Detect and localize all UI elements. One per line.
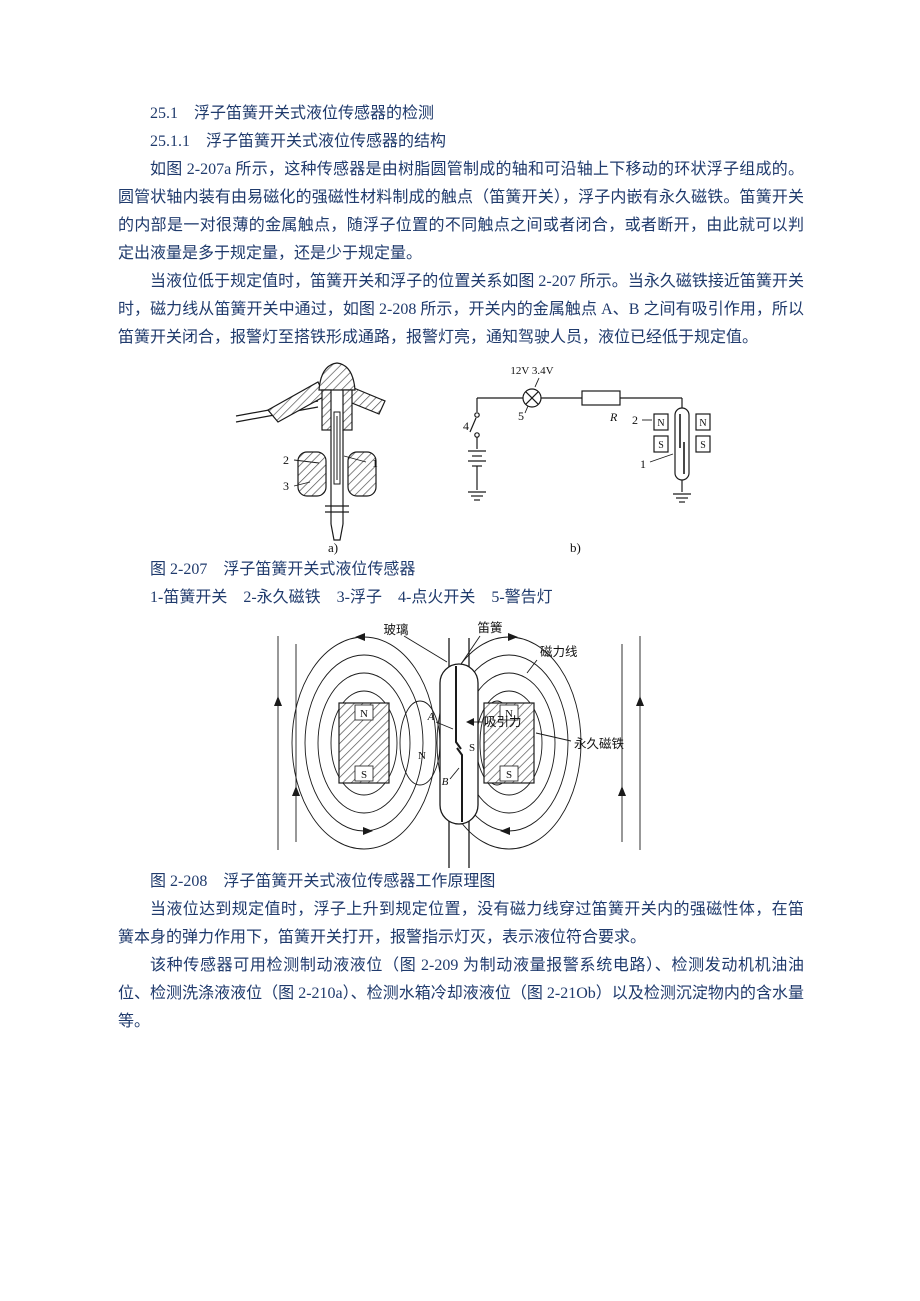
figure-2-207-drawing: 1 2 3 a) (235, 362, 711, 555)
fig208-glass-label: 玻璃 (383, 623, 408, 637)
section-heading: 25.1 浮子笛簧开关式液位传感器的检测 (150, 105, 435, 122)
fig207-pole-n-right: N (699, 418, 706, 429)
fig208-attraction-label: 吸引力 (484, 715, 522, 729)
fig207-pole-s-right: S (700, 440, 706, 451)
fig207-resistor-label: R (609, 410, 618, 424)
fig208-induced-s: S (469, 742, 475, 754)
fig207-callout-magnet: 2 (283, 453, 289, 467)
paragraph-applications: 该种传感器可用检测制动液液位（图 2-209 为制动液量报警系统电路）、检测发动… (118, 957, 804, 1030)
figure-2-208-drawing: N S N S 玻璃 笛簧 磁力线 吸引力 (274, 620, 644, 868)
fig208-reed-label: 笛簧 (477, 620, 502, 635)
figure-2-207-legend: 1-笛簧开关 2-永久磁铁 3-浮子 4-点火开关 5-警告灯 (150, 589, 553, 606)
fig208-left-magnet-n: N (360, 708, 368, 720)
fig207-callout-ignition-switch: 4 (463, 419, 469, 433)
fig208-magnet-label: 永久磁铁 (574, 736, 625, 751)
fig208-flux-label: 磁力线 (540, 644, 578, 659)
paragraph-low-level-operation: 当液位低于规定值时，笛簧开关和浮子的位置关系如图 2-207 所示。当永久磁铁接… (118, 273, 804, 346)
figure-2-207: 1 2 3 a) (222, 356, 722, 556)
fig208-contact-a: A (427, 711, 435, 723)
fig208-induced-n: N (418, 750, 426, 762)
reed-switch-assembly (403, 635, 572, 868)
fig207-callout-reed-switch: 1 (372, 456, 378, 470)
fig208-right-magnet-n: N (505, 708, 513, 720)
fig207-callout-float: 3 (283, 479, 289, 493)
warning-lamp-circuit (468, 377, 711, 503)
attraction-arrow (466, 718, 474, 726)
fig207-part-b-label: b) (570, 540, 581, 555)
fig208-left-magnet-s: S (361, 769, 367, 781)
field-arrowheads (274, 633, 644, 835)
figure-2-208: N S N S 玻璃 笛簧 磁力线 吸引力 (244, 618, 674, 868)
fig207-lamp-rating: 12V 3.4V (510, 365, 553, 377)
fig207-pole-s-left: S (658, 440, 664, 451)
fig208-right-magnet-s: S (506, 769, 512, 781)
figure-2-208-caption: 图 2-208 浮子笛簧开关式液位传感器工作原理图 (150, 873, 496, 890)
figure-2-207-caption: 图 2-207 浮子笛簧开关式液位传感器 (150, 561, 416, 578)
fig207-part-a-label: a) (328, 540, 338, 555)
fig207-callout-magnet-b: 2 (632, 413, 638, 427)
permanent-magnets (338, 702, 535, 784)
paragraph-structure-intro: 如图 2-207a 所示，这种传感器是由树脂圆管制成的轴和可沿轴上下移动的环状浮… (118, 161, 804, 262)
subsection-heading: 25.1.1 浮子笛簧开关式液位传感器的结构 (150, 133, 447, 150)
fig208-contact-b: B (442, 776, 449, 788)
fig207-callout-warning-lamp: 5 (518, 409, 524, 423)
fig207-callout-reed-b: 1 (640, 457, 646, 471)
paragraph-normal-level-operation: 当液位达到规定值时，浮子上升到规定位置，没有磁力线穿过笛簧开关内的强磁性体，在笛… (118, 901, 804, 946)
fig207-pole-n-left: N (657, 418, 664, 429)
float-sensor-cross-section (235, 362, 386, 541)
